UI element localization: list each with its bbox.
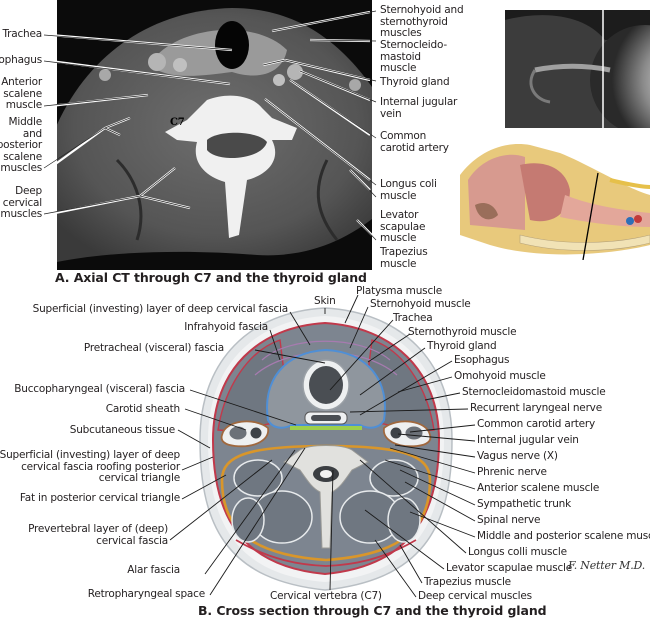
cs-label-longus-colli: Longus colli muscle	[468, 546, 567, 558]
panel-b-caption: B. Cross section through C7 and the thyr…	[198, 603, 547, 618]
cs-vertebra	[283, 445, 369, 549]
cs-label-subcutaneous-tissue: Subcutaneous tissue	[69, 424, 175, 436]
cs-label-trapezius: Trapezius muscle	[424, 576, 511, 588]
cs-leader-lines	[169, 294, 476, 598]
cs-label-buccopharyngeal-fascia: Buccopharyngeal (visceral) fascia	[14, 383, 185, 395]
cs-label-sympathetic-trunk: Sympathetic trunk	[477, 498, 572, 510]
cs-label-internal-jugular-vein: Internal jugular vein	[477, 434, 579, 446]
cs-label-phrenic-nerve: Phrenic nerve	[477, 466, 547, 478]
cs-label-trachea: Trachea	[393, 312, 433, 324]
cs-label-deep-cervical-muscles: Deep cervical muscles	[418, 590, 532, 602]
cs-label-carotid-sheath: Carotid sheath	[105, 403, 181, 415]
ct-label-trachea: Trachea	[2, 28, 42, 40]
cs-label-skin: Skin	[314, 295, 336, 307]
cs-label-middle-posterior-scalene: Middle and posterior scalene muscles	[477, 530, 650, 542]
sagittal-section-line	[582, 172, 599, 260]
xray-drawing	[505, 10, 650, 128]
ct-label-esophagus: Esophagus	[0, 54, 42, 66]
cs-label-sternocleidomastoid: Sternocleidomastoid muscle	[462, 386, 606, 398]
vertebra-label: C7	[170, 117, 185, 128]
cs-label-retropharyngeal-space: Retropharyngeal space	[87, 588, 205, 600]
sagittal-drawing	[460, 144, 650, 260]
cs-label-spinal-nerve: Spinal nerve	[477, 514, 541, 526]
cs-label-alar-fascia: Alar fascia	[127, 564, 180, 576]
ct-vertebra	[165, 95, 297, 239]
ct-label-thyroid-gland: Thyroid gland	[380, 76, 450, 88]
cs-label-anterior-scalene: Anterior scalene muscle	[477, 482, 600, 494]
cs-label-esophagus: Esophagus	[454, 354, 510, 366]
cs-label-fat-posterior-triangle: Fat in posterior cervical triangle	[19, 492, 180, 504]
cs-label-infrahyoid-fascia: Infrahyoid fascia	[184, 321, 268, 333]
cs-label-prevertebral-fascia: Prevertebral layer of (deep)cervical fas…	[28, 523, 168, 547]
cs-label-common-carotid-artery: Common carotid artery	[477, 418, 596, 430]
cs-label-thyroid-gland: Thyroid gland	[427, 340, 497, 352]
sagittal-inset	[460, 135, 650, 260]
cs-label-pretracheal-fascia: Pretracheal (visceral) fascia	[83, 342, 224, 354]
cs-label-sternohyoid: Sternohyoid muscle	[370, 298, 471, 310]
cs-label-omohyoid: Omohyoid muscle	[454, 370, 546, 382]
cs-label-levator-scapulae: Levator scapulae muscle	[446, 562, 573, 574]
cs-label-recurrent-laryngeal-nerve: Recurrent laryngeal nerve	[470, 402, 602, 414]
cs-label-superficial-investing-layer: Superficial (investing) layer of deep ce…	[32, 303, 289, 315]
netter-signature: F. Netter M.D.	[568, 559, 646, 572]
cs-label-vagus-nerve: Vagus nerve (X)	[477, 450, 558, 462]
cs-label-cervical-vertebra: Cervical vertebra (C7)	[270, 590, 382, 602]
cs-label-platysma: Platysma muscle	[356, 285, 442, 297]
panel-a-caption: A. Axial CT through C7 and the thyroid g…	[55, 270, 367, 285]
lateral-xray-inset	[505, 10, 650, 128]
cs-label-sternothyroid: Sternothyroid muscle	[408, 326, 517, 338]
